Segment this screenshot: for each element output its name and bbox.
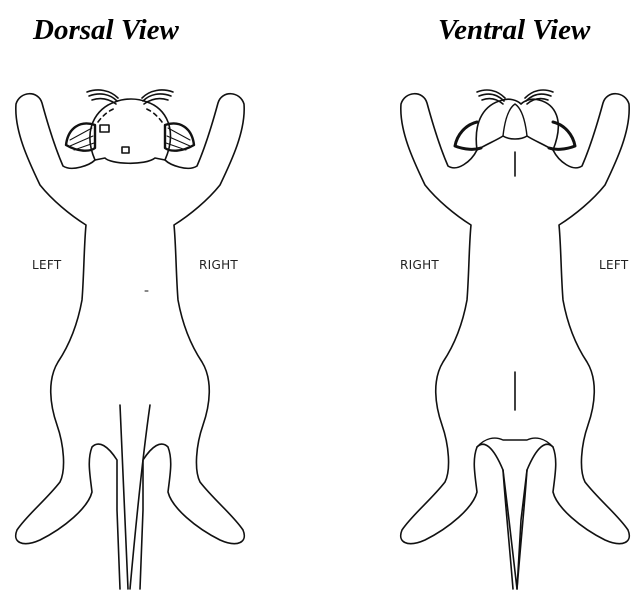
dorsal-whiskers-right bbox=[142, 90, 173, 104]
dorsal-mark-2 bbox=[122, 147, 129, 153]
dorsal-body-outline bbox=[16, 94, 245, 589]
dorsal-whiskers-left bbox=[87, 90, 118, 104]
ventral-body-diagram bbox=[385, 0, 632, 590]
dorsal-tail bbox=[120, 405, 150, 589]
ventral-whiskers-left bbox=[477, 90, 505, 104]
dorsal-body-diagram bbox=[0, 0, 280, 590]
dorsal-head-outline bbox=[90, 99, 170, 160]
dorsal-mark-1 bbox=[100, 125, 109, 132]
ventral-ear-right bbox=[549, 122, 575, 149]
ventral-whiskers-right bbox=[525, 90, 553, 104]
